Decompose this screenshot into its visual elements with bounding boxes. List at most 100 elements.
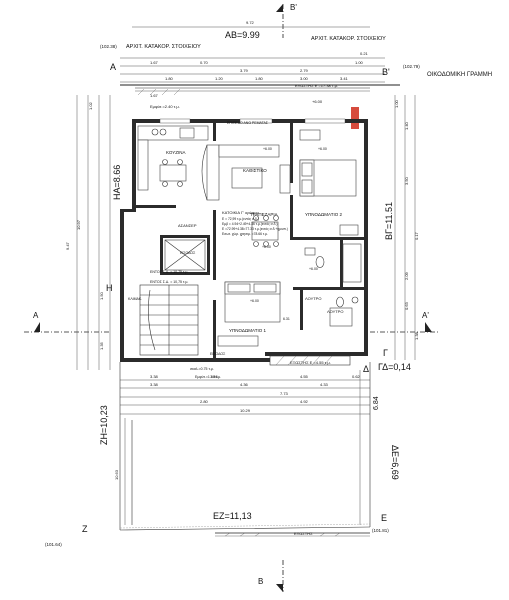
- boundary-bg-label: BΓ=11.51: [384, 202, 394, 240]
- stair-core: [139, 239, 206, 356]
- elevation-e: (101.81): [372, 528, 389, 533]
- dim-bottom1-b: 1.46: [210, 374, 219, 379]
- dim-bottom3: 7.73: [280, 391, 289, 396]
- room-bedroom2-label: ΥΠΝΟΔΩΜΑΤΙΟ 2: [305, 212, 342, 217]
- floor-area-info: ΚΑΤΟΙΚΙΑ Γ' ορόφου Ε = 72,99 τ.μ.(εντός …: [222, 210, 288, 236]
- dim-top-mid1: 0.70: [200, 60, 209, 65]
- balcony-top-label: ΕΞΩΣΤΗΣ Ε =17.38 τ.μ.: [295, 83, 338, 88]
- boundary-ez-label: EZ=11,13: [213, 511, 252, 521]
- dim-bottom2-c: 4.33: [320, 382, 329, 387]
- section-b-top-marker: B': [276, 3, 297, 38]
- dim-bottom1-d: 0.62: [352, 374, 361, 379]
- stair-left-label: ΚΛΙΜΑΚ.: [128, 297, 142, 301]
- dim-lower-left: 10.63: [114, 469, 119, 480]
- corner-d-label: Δ: [363, 364, 369, 374]
- top-dimension-chain: 9.72 0.21 1.67 1.67 0.70 3.79 2.79 3.41 …: [120, 20, 385, 98]
- boundary-zh-label: ZH=10,23: [99, 405, 109, 445]
- stair-outside-label: ΕΝΤΟΣ Σ.Δ. = 10,75 τ.μ.: [150, 280, 188, 284]
- dim-right-c: 3.50: [404, 176, 409, 185]
- dim-bottom2-b: 4.36: [240, 382, 249, 387]
- skylight-label: ΕΠΙΠΕΔΟ ΑΝΩ ΡΕΜΑΤΑΣ: [227, 121, 269, 125]
- right-dimension-chain: 1.00 1.40 3.50 0.17 2.09 0.63 1.38: [394, 95, 419, 360]
- dim-top-total: 9.72: [246, 20, 255, 25]
- room-wc-label: ΛΟΥΤΡΟ: [327, 309, 343, 314]
- balcony-top-hatch: [137, 88, 181, 96]
- room-bedroom1-label: ΥΠΝΟΔΩΜΑΤΙΟ 1: [229, 328, 266, 333]
- entrance-label: ΕΙΣΟΔΟΣ: [210, 352, 226, 356]
- kitchen-area-note: Εμφύτ.=2.40 τ.μ.: [150, 104, 180, 109]
- floor-info-line4: Εσωτ. χώρ. χρησιμ. =78.66 τ.μ.: [222, 232, 268, 236]
- elevator-label: ΑΣΑΝΣΕΡ: [178, 223, 197, 228]
- floor-info-title: ΚΑΤΟΙΚΙΑ Γ' ορόφου: [222, 210, 259, 215]
- architectural-note-left: ΑΡΧΙΤ. ΚΑΤΑΚΟΡ. ΣΤΟΙΧΕΙΟΥ: [126, 44, 201, 50]
- dim-bottom1-c: 4.55: [300, 374, 309, 379]
- dim-bottom4-a: 2.80: [200, 399, 209, 404]
- corner-b-prime-label: B': [382, 67, 390, 77]
- elevation-a: (102.38): [100, 44, 117, 49]
- corner-g-label: Γ: [383, 348, 388, 358]
- dim-top-right: 0.21: [360, 51, 369, 56]
- dim-left-bot: 1.35: [99, 341, 104, 350]
- boundary-gd-label: ΓΔ=0,14: [378, 362, 411, 372]
- bedroom-2-area: [299, 129, 359, 236]
- interior-walls: [136, 123, 364, 358]
- boundary-ab-label: AB=9.99: [225, 30, 260, 40]
- building-line: [120, 84, 400, 92]
- balcony-bottom: [269, 355, 351, 366]
- section-a-left-marker: A: [24, 311, 110, 333]
- kitchen-area: [137, 125, 209, 191]
- floor-info-line3: Ε =72.99+4.38=77.33 τ.μ.(εντός σ.δ.+ημιυ…: [222, 227, 288, 231]
- dim-bottom5: 10.29: [240, 408, 251, 413]
- bedroom1-level: +6.00: [250, 299, 259, 303]
- dim-top-mid4: 3.41: [340, 76, 349, 81]
- floor-info-line2: Εμβ = 4.94+2.49+4.36 τ.μ.(εντός σ.δ.): [222, 222, 277, 226]
- balcony-top-level: +6.00: [312, 99, 323, 104]
- dim-right-b: 1.40: [404, 121, 409, 130]
- living-room-area: [201, 144, 291, 201]
- service-duct-marker: [351, 107, 359, 129]
- dim-top-mid3: 2.79: [300, 68, 309, 73]
- bottom-balcony-label: ΕΞΩΣΤΗΣ: [294, 531, 313, 536]
- room-dining-label: ΤΡΑΠΕΖΑΡΙΑ: [250, 212, 278, 217]
- corner-h-label: Η: [106, 283, 113, 293]
- dim-left-mid: 10.97: [76, 219, 81, 230]
- dim-bottom4-b: 4.92: [300, 399, 309, 404]
- dim-right-g: 1.38: [414, 331, 419, 340]
- site-plot-outline: [119, 362, 371, 531]
- section-b-bottom-label: B: [258, 577, 263, 586]
- boundary-de-short-label: 6.84: [373, 396, 380, 410]
- vestibule-label: ΕΙΣΟΔΟΣ: [180, 251, 196, 255]
- elevation-b: (102.79): [403, 64, 420, 69]
- dim-top-mid2: 3.79: [240, 68, 249, 73]
- dim-right-f: 0.63: [404, 301, 409, 310]
- dim-row3-e: 1.00: [355, 60, 364, 65]
- corner-a-label: A: [110, 62, 116, 72]
- bath-level: +6.00: [309, 267, 318, 271]
- corner-e-label: E: [381, 513, 387, 523]
- dim-left-low: 1.50: [99, 291, 104, 300]
- left-dimension-chain: 1.02 10.97 9.47 1.50 1.35: [65, 95, 111, 370]
- dim-left-outer: 9.47: [65, 241, 70, 250]
- dim-right-e: 2.09: [404, 271, 409, 280]
- landing-area-note: Εμφύτ.=1.99 τ.μ.: [195, 375, 221, 379]
- floor-info-line1: Ε = 72,99 τ.μ.(εντός σ.δ.): [222, 217, 259, 221]
- boundary-de-label: ΔE=6,69: [390, 445, 400, 480]
- room-bath-label: ΛΟΥΤΡΟ: [305, 296, 321, 301]
- dim-bottom1-a: 3.38: [150, 374, 159, 379]
- corridor-level: +6.00: [262, 245, 271, 249]
- windows-top: [159, 118, 346, 124]
- bedroom1-height: 6.31: [283, 317, 290, 321]
- dim-row3-b: 1.20: [215, 76, 224, 81]
- elevation-z: (101.64): [45, 542, 62, 547]
- balcony-bottom-label: ΕΞΩΣΤΗΣ Ε =4.55 τ.μ.: [290, 360, 331, 365]
- dim-row3-a: 1.80: [165, 76, 174, 81]
- stair-inside-label: ΕΝΤΟΣ Σ.Δ. = 10,75 τ.μ.: [150, 270, 188, 274]
- stair-landing-note: σκαλ.=0.75 τ.μ.: [190, 367, 214, 371]
- bottom-entrance: [215, 532, 370, 537]
- section-b-bottom-marker: B: [258, 560, 284, 592]
- dim-left-top: 1.02: [88, 101, 93, 110]
- dim-top-left-b: 1.67: [150, 93, 159, 98]
- dim-top-left-a: 1.67: [150, 60, 159, 65]
- dim-right-d: 0.17: [414, 231, 419, 240]
